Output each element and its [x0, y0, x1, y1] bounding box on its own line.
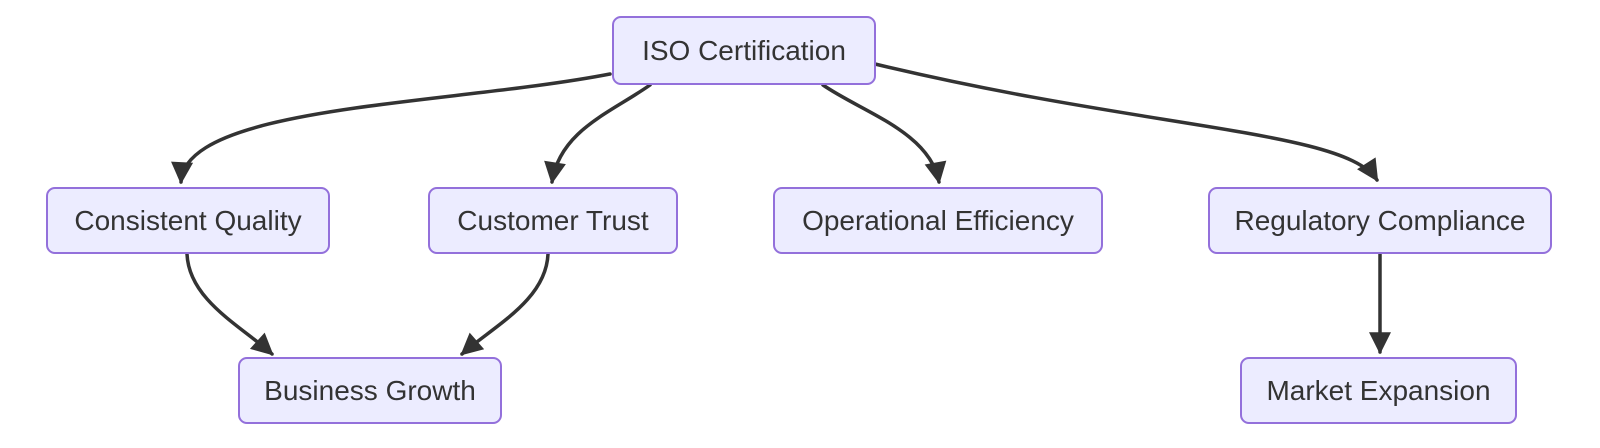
node-consistent-quality: Consistent Quality — [46, 187, 330, 254]
edge-iso-certification-to-customer-trust — [544, 83, 652, 185]
node-business-growth: Business Growth — [238, 357, 502, 424]
node-iso-certification: ISO Certification — [612, 16, 876, 85]
node-market-expansion-label: Market Expansion — [1266, 374, 1491, 406]
edge-iso-certification-to-operational-efficiency — [821, 83, 947, 185]
node-regulatory-compliance-label: Regulatory Compliance — [1234, 204, 1526, 236]
node-business-growth-label: Business Growth — [264, 374, 476, 406]
node-operational-efficiency: Operational Efficiency — [773, 187, 1103, 254]
node-regulatory-compliance: Regulatory Compliance — [1208, 187, 1552, 254]
node-customer-trust: Customer Trust — [428, 187, 678, 254]
node-iso-certification-label: ISO Certification — [642, 34, 846, 66]
edge-iso-certification-to-consistent-quality — [171, 72, 612, 185]
edge-consistent-quality-to-business-growth — [185, 252, 274, 356]
edge-iso-certification-to-regulatory-compliance — [873, 62, 1379, 182]
node-operational-efficiency-label: Operational Efficiency — [802, 204, 1074, 236]
node-consistent-quality-label: Consistent Quality — [74, 204, 302, 236]
node-market-expansion: Market Expansion — [1240, 357, 1517, 424]
node-customer-trust-label: Customer Trust — [457, 204, 649, 236]
edge-customer-trust-to-business-growth — [460, 252, 550, 356]
